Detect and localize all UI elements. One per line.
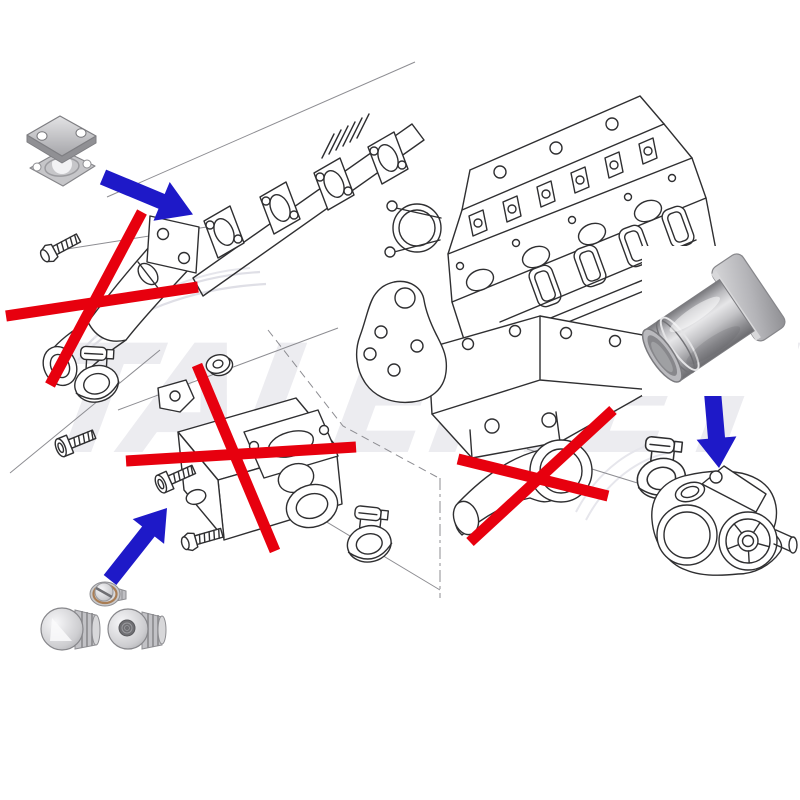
exhaust-manifold-line-art bbox=[192, 113, 425, 297]
threaded-barrel-plug bbox=[107, 608, 167, 650]
hatch-lines bbox=[321, 113, 370, 159]
red-cross-egr-cooler bbox=[125, 362, 357, 554]
lower-mount bbox=[427, 315, 653, 459]
adapter-pipe-photo bbox=[641, 246, 798, 396]
red-cross-crossover-pipe bbox=[456, 405, 617, 547]
blockoff-plate-photo bbox=[26, 115, 97, 187]
manifold-flange bbox=[259, 181, 301, 235]
slotted-plug bbox=[89, 581, 127, 607]
front-bore bbox=[384, 200, 442, 258]
throttle-valve-line-art bbox=[651, 465, 798, 576]
red-cross-egr-valve bbox=[5, 209, 199, 388]
blue-arrow-plugs-icon bbox=[103, 508, 167, 585]
blue-arrow-adapter-icon bbox=[696, 385, 737, 468]
barrel-plug bbox=[40, 607, 101, 651]
v-band-clamp bbox=[338, 498, 400, 567]
manifold-flange bbox=[313, 157, 355, 211]
blue-arrow-blockoff-icon bbox=[99, 169, 193, 221]
rocker-pedestals bbox=[468, 137, 658, 237]
mount-bracket-line-art bbox=[355, 280, 448, 404]
plug-set-photo bbox=[40, 581, 167, 651]
manifold-flange bbox=[367, 131, 409, 185]
manifold-flange bbox=[203, 205, 245, 259]
intake-runners bbox=[528, 205, 695, 308]
